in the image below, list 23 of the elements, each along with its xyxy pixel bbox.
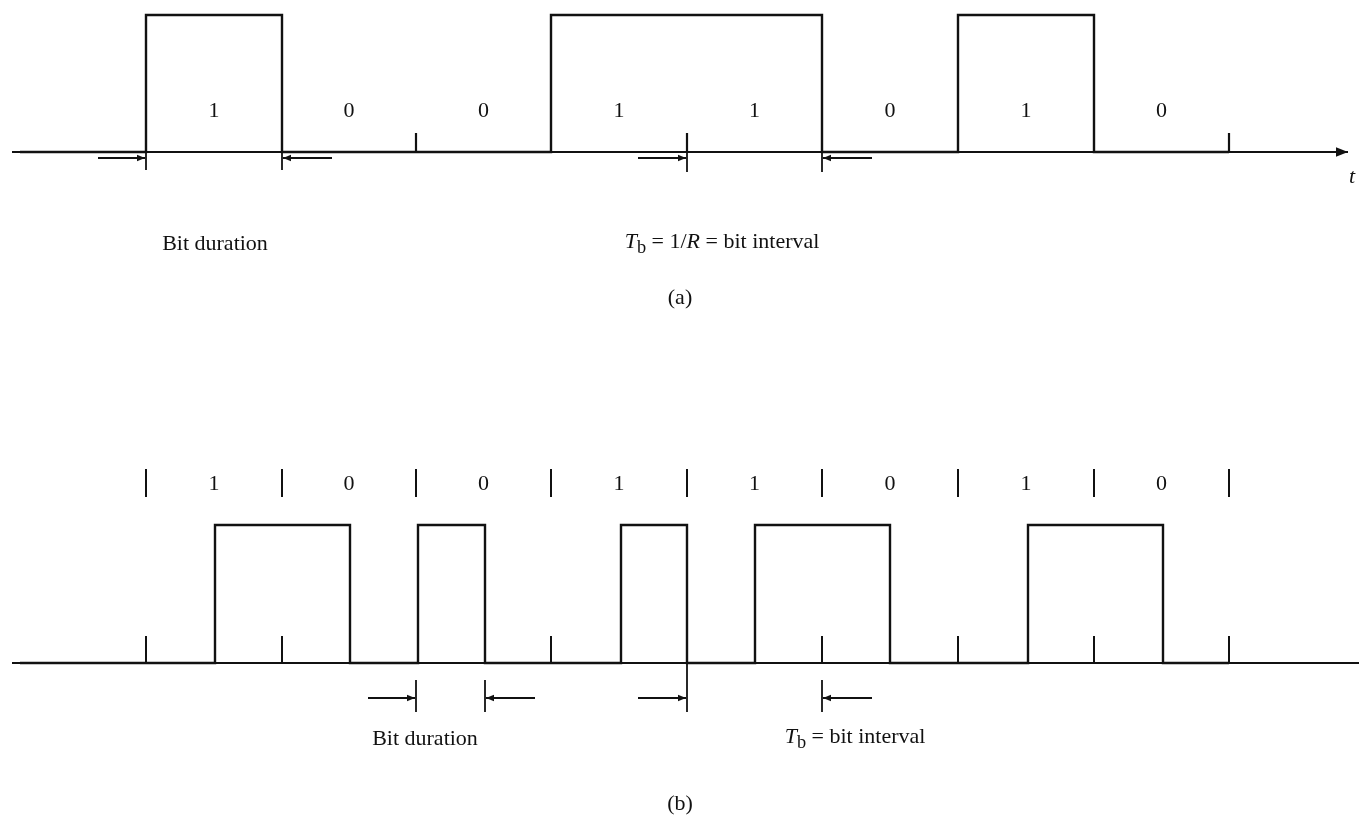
dimension-label: Bit duration (372, 725, 478, 751)
bit-value: 0 (884, 97, 896, 123)
panel-label: (a) (667, 284, 693, 310)
bit-value: 1 (613, 470, 625, 496)
dimension-label: T$_{b}$ = 1/R = bit interval (624, 228, 820, 258)
bit-value: 0 (343, 470, 355, 496)
axis-label: t (1348, 163, 1356, 189)
bit-value: 0 (478, 470, 489, 496)
bit-value: 1 (1020, 470, 1032, 496)
panel-label: (b) (667, 790, 693, 816)
bit-value: 1 (208, 470, 220, 496)
bit-value: 0 (1156, 97, 1167, 123)
bit-value: 1 (749, 97, 760, 123)
bit-value: 1 (749, 470, 760, 496)
bit-value: 0 (884, 470, 896, 496)
bit-value: 0 (343, 97, 355, 123)
dimension-label: T$_{b}$ = bit interval (784, 723, 926, 753)
bit-value: 0 (1156, 470, 1167, 496)
dimension-label: Bit duration (162, 230, 268, 256)
bit-value: 1 (613, 97, 625, 123)
bit-value: 1 (208, 97, 220, 123)
bit-value: 1 (1020, 97, 1032, 123)
bit-value: 0 (478, 97, 489, 123)
